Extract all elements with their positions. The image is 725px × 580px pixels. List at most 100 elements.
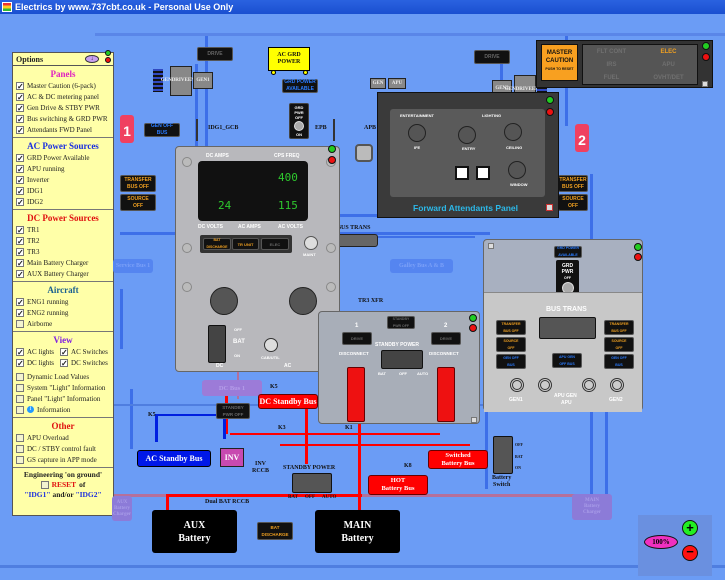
dc-amps-label: DC AMPS: [206, 153, 229, 159]
option-checkbox[interactable]: ✓: [16, 347, 24, 357]
zoom-out-icon[interactable]: [634, 253, 642, 261]
close-icon[interactable]: [546, 204, 553, 211]
battery-switch[interactable]: [493, 436, 513, 474]
zoom-in-icon[interactable]: [702, 42, 710, 50]
gen1-label: GEN1: [509, 397, 523, 403]
idg2-reset-label: "IDG2": [75, 490, 102, 499]
ac-meter-selector[interactable]: [289, 287, 317, 315]
option-checkbox[interactable]: [16, 433, 24, 442]
option-checkbox[interactable]: ✓: [16, 269, 24, 279]
option-checkbox[interactable]: [16, 394, 24, 403]
engine-1-indicator[interactable]: 1: [120, 115, 134, 143]
option-checkbox[interactable]: ✓: [16, 103, 24, 113]
inverter[interactable]: INV: [220, 448, 244, 467]
option-checkbox[interactable]: ✓: [16, 114, 24, 124]
dc-standby-bus[interactable]: DC Standby Bus: [258, 394, 318, 409]
dc-meter-selector[interactable]: [204, 281, 244, 321]
service-bus-1[interactable]: Service Bus 1: [113, 259, 153, 273]
drive-2-number: 2: [444, 323, 448, 329]
option-checkbox[interactable]: ✓: [16, 92, 24, 102]
option-checkbox[interactable]: ✓: [16, 236, 24, 246]
cab-util-label: CAB/UTIL: [261, 355, 280, 360]
entry-knob[interactable]: [458, 126, 476, 144]
option-checkbox[interactable]: ✓: [16, 247, 24, 257]
option-checkbox[interactable]: ✓: [16, 153, 24, 163]
zoom-out-icon[interactable]: [328, 156, 336, 164]
bus-trans-switch[interactable]: [539, 317, 596, 339]
dc-volts-label: DC VOLTS: [198, 224, 223, 230]
ceiling-knob[interactable]: [504, 123, 522, 141]
gen2-switch[interactable]: [610, 378, 624, 392]
galley-bus-a-b[interactable]: Galley Bus A & B: [390, 259, 453, 273]
stby-off-label: OFF: [305, 495, 315, 500]
gen1-switch[interactable]: [510, 378, 524, 392]
option-checkbox[interactable]: ✓: [16, 81, 24, 91]
cab-util-switch[interactable]: [264, 338, 278, 352]
apu-gen-switch-2[interactable]: [582, 378, 596, 392]
zoom-out-icon[interactable]: [469, 324, 477, 332]
collapse-options-button[interactable]: ↓: [85, 55, 99, 63]
option-checkbox[interactable]: [16, 372, 24, 381]
option-checkbox[interactable]: ✓: [16, 197, 24, 207]
option-checkbox[interactable]: ✓: [16, 225, 24, 235]
drive-1-disconnect-guard[interactable]: [347, 367, 365, 422]
close-icon[interactable]: [471, 417, 477, 423]
bus-trans-schematic-switch[interactable]: [336, 234, 378, 247]
attendant-button-2[interactable]: [476, 166, 490, 180]
option-checkbox[interactable]: ✓: [16, 175, 24, 185]
maint-button[interactable]: [304, 236, 318, 250]
close-icon[interactable]: [702, 81, 708, 87]
ife-knob[interactable]: [408, 124, 426, 142]
zoom-out-button[interactable]: −: [682, 545, 698, 561]
zoom-in-button[interactable]: +: [682, 520, 698, 536]
zoom-in-icon[interactable]: [546, 96, 554, 104]
apu-gen-switch-1[interactable]: [538, 378, 552, 392]
engine-2-indicator[interactable]: 2: [575, 124, 589, 152]
zoom-in-icon[interactable]: [469, 314, 477, 322]
standby-power-switch[interactable]: [381, 350, 423, 369]
zoom-level[interactable]: 100%: [644, 535, 678, 549]
standby-power-schematic-switch[interactable]: [292, 473, 332, 493]
ac-standby-bus[interactable]: AC Standby Bus: [137, 450, 211, 467]
option-checkbox[interactable]: ✓: [16, 358, 24, 368]
close-icon[interactable]: [488, 243, 494, 249]
option-checkbox[interactable]: ✓: [16, 258, 24, 268]
zoom-out-icon[interactable]: [105, 57, 111, 63]
option-checkbox[interactable]: ✓: [60, 358, 69, 368]
ac-dc-metering-panel: DC AMPS CPS FREQ 400 24 115 DC VOLTS AC …: [175, 145, 340, 372]
zoom-out-icon[interactable]: [702, 53, 710, 61]
option-checkbox[interactable]: ✓: [16, 297, 24, 307]
window-knob[interactable]: [508, 161, 526, 179]
drive-2-disconnect-guard[interactable]: [437, 367, 455, 422]
option-checkbox[interactable]: ✓: [16, 308, 24, 318]
zoom-out-icon[interactable]: [546, 108, 554, 116]
engineering-reset-checkbox[interactable]: [40, 480, 49, 489]
zoom-in-icon[interactable]: [105, 50, 111, 56]
option-checkbox[interactable]: [16, 405, 24, 414]
zoom-in-icon[interactable]: [634, 243, 642, 251]
option-checkbox[interactable]: ✓: [16, 125, 24, 135]
apu-gen-label: APU GEN: [554, 393, 577, 399]
zoom-in-icon[interactable]: [328, 145, 336, 153]
option-checkbox[interactable]: ✓: [16, 164, 24, 174]
option-checkbox[interactable]: [16, 383, 24, 392]
option-checkbox[interactable]: ✓: [16, 186, 24, 196]
option-checkbox[interactable]: [16, 444, 24, 453]
attendant-button-1[interactable]: [455, 166, 469, 180]
bat-switch-off-label: OFF: [234, 327, 242, 332]
dc-bus-1[interactable]: DC Bus 1: [202, 380, 262, 396]
option-checkbox[interactable]: [16, 455, 24, 464]
bat-switch[interactable]: [208, 325, 226, 363]
option-checkbox[interactable]: ✓: [60, 347, 69, 357]
option-checkbox[interactable]: [16, 319, 24, 328]
